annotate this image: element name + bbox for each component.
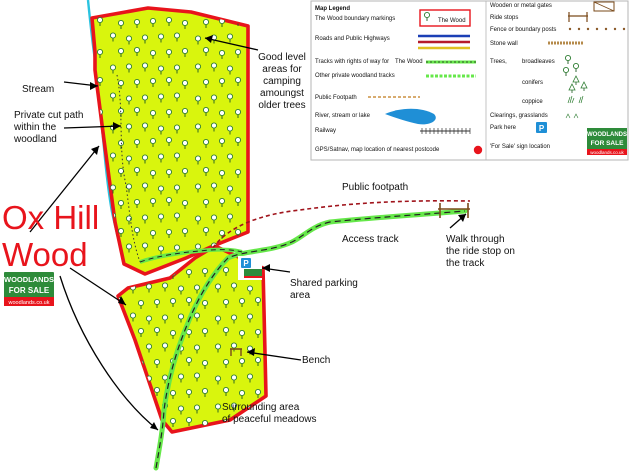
label-access-track: Access track [342, 234, 400, 245]
tree-icon [118, 416, 124, 427]
label-public-footpath: Public footpath [342, 182, 408, 193]
legend-sample-railway [420, 128, 471, 134]
legend-right-label: broadleaves [522, 59, 555, 65]
logo-line1: WOODLANDS [4, 275, 54, 284]
walk-line3: the track [446, 258, 485, 269]
tree-icon [201, 419, 209, 430]
private-path-line1: Private cut path [14, 110, 83, 121]
camping-line4: amoungst [260, 88, 304, 99]
legend-right-label: Trees, [490, 59, 507, 65]
legend-left-label: GPS/Satnav, map location of nearest post… [315, 147, 440, 153]
legend-track-inner: The Wood [395, 59, 423, 65]
ride-stop [438, 203, 470, 218]
north-track-dashes [139, 249, 243, 263]
tree-icon [137, 387, 145, 398]
label-private-path: Private cut path within the woodland [13, 110, 83, 145]
tree-icon [118, 328, 124, 339]
legend-right-label: 'For Sale' sign location [490, 144, 550, 150]
legend-left-label: Railway [315, 128, 336, 134]
walk-line1: Walk through [446, 234, 505, 245]
legend-boundary-inner: The Wood [438, 18, 466, 24]
legend-sample-roads [418, 34, 470, 50]
legend-title: Map Legend [315, 6, 350, 12]
legend-sample-coppice [567, 95, 584, 104]
legend-sample-parking: P [536, 122, 547, 133]
legend-sample-gate [593, 1, 615, 12]
parking-sign: P [238, 256, 262, 280]
legend-sample-river [385, 108, 436, 125]
legend-left-label: Tracks with rights of way for [315, 59, 389, 65]
camping-line3: camping [263, 76, 301, 87]
callout-arrows [29, 37, 467, 431]
label-shared-parking: Shared parking area [290, 278, 358, 301]
label-bench: Bench [302, 355, 330, 366]
public-footpath [212, 200, 471, 249]
legend-logo-url: woodlands.co.uk [590, 150, 624, 155]
meadows-line2: of peaceful meadows [222, 414, 317, 425]
tree-icon [118, 356, 124, 367]
parking-line1: Shared parking [290, 278, 358, 289]
legend-sample-gps [473, 145, 483, 155]
tree-icon [137, 419, 145, 430]
camping-line1: Good level [258, 52, 306, 63]
legend-logo-line2: FOR SALE [591, 140, 625, 147]
legend-right-label: coppice [522, 99, 543, 105]
private-path-line2: within the [13, 122, 57, 133]
legend-sample-sale-sign: WOODLANDS FOR SALE woodlands.co.uk [587, 128, 627, 155]
legend-sample-track-row: The Wood [395, 59, 476, 65]
access-track-dashes [155, 210, 466, 469]
legend-sample-posts [568, 27, 626, 31]
legend-right-label: Wooden or metal gates [490, 3, 552, 9]
meadows-line1: Surrounding area [222, 402, 300, 413]
logo-url: woodlands.co.uk [8, 300, 50, 306]
tree-icon [129, 344, 137, 354]
arrow-heads [90, 35, 466, 430]
wood-title-line1: Ox Hill [2, 199, 99, 236]
parking-letter: P [243, 259, 249, 268]
camping-line5: older trees [258, 100, 305, 111]
logo-line2: FOR SALE [9, 286, 50, 295]
tree-icon [145, 403, 153, 413]
legend-left-label: River, stream or lake [315, 113, 371, 119]
woodlands-logo: WOODLANDS FOR SALE woodlands.co.uk [4, 272, 54, 306]
label-meadows: Surrounding area of peaceful meadows [222, 402, 317, 425]
tree-icon [96, 136, 104, 147]
camping-line2: areas for [262, 64, 302, 75]
legend-logo-line1: WOODLANDS [587, 132, 627, 138]
legend-right-label: conifers [522, 80, 543, 86]
legend-left-label: The Wood boundary markings [315, 16, 395, 22]
tree-icon [109, 244, 117, 254]
label-walk-through: Walk through the ride stop on the track [446, 234, 515, 269]
legend-left-label: Roads and Public Highways [315, 36, 390, 42]
tree-icon [96, 168, 104, 179]
legend-parking-letter: P [539, 124, 545, 133]
private-path-line3: woodland [13, 134, 57, 145]
label-camping: Good level areas for camping amoungst ol… [258, 52, 306, 111]
legend-right-label: Ride stops [490, 15, 518, 21]
legend-sample-grass [565, 113, 579, 119]
wood-title-line2: Wood [2, 236, 88, 273]
legend-right-label: Park here [490, 125, 517, 131]
parking-line2: area [290, 290, 310, 301]
legend-left-label: Public Footpath [315, 95, 357, 101]
legend-left-label: Other private woodland tracks [315, 73, 395, 79]
label-stream: Stream [22, 84, 54, 95]
tree-icon [129, 372, 137, 382]
legend-sample-boundary: The Wood [419, 9, 471, 27]
legend-right-label: Fence or boundary posts [490, 27, 556, 33]
tree-icon [118, 268, 124, 279]
legend-right-label: Clearings, grasslands [490, 113, 548, 119]
legend-right-label: Stone wall [490, 41, 518, 47]
legend-sample-ride-stop [568, 12, 588, 22]
private-cut-path [116, 74, 141, 263]
walk-line2: the ride stop on [446, 246, 515, 257]
bench-icon [230, 348, 242, 356]
